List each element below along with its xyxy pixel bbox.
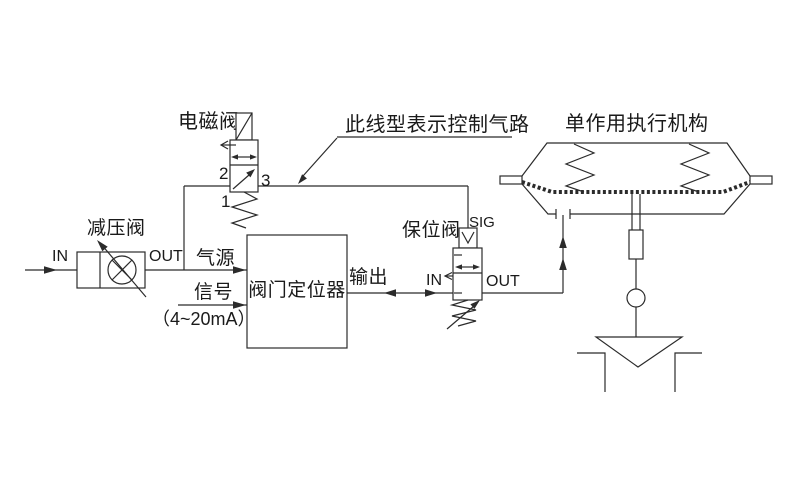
valve-body-left bbox=[577, 352, 606, 392]
sig-up-arrow2-icon bbox=[559, 258, 567, 270]
valve-plug-icon bbox=[594, 336, 684, 368]
holding-spring-adjust-line bbox=[446, 305, 475, 330]
reducing-valve-label: 减压阀 bbox=[87, 217, 146, 239]
holding-pilot-arrow-icon bbox=[461, 231, 475, 245]
holding-valve-label: 保位阀 bbox=[402, 219, 461, 241]
reducing-in-label: IN bbox=[52, 248, 68, 265]
solenoid-valve-body bbox=[229, 139, 259, 193]
solenoid-spring-icon bbox=[230, 191, 259, 229]
holding-spring-arrow bbox=[470, 300, 480, 309]
port-1-label: 1 bbox=[221, 192, 230, 211]
valve-body-right bbox=[674, 352, 702, 392]
signal-arrow-icon bbox=[233, 301, 246, 309]
solenoid-path-diagonal bbox=[232, 174, 250, 190]
actuator-label: 单作用执行机构 bbox=[565, 112, 709, 135]
solenoid-flow-arrow-l bbox=[231, 154, 238, 160]
positioner-box bbox=[246, 234, 348, 349]
actuator-left-tab bbox=[499, 175, 523, 185]
holding-flow-arrow-r bbox=[473, 264, 480, 270]
regulator-arrow-icon bbox=[97, 240, 108, 252]
valve-stem-coupling bbox=[628, 229, 644, 260]
holding-valve-body bbox=[452, 247, 483, 301]
holding-flow-arrow-l bbox=[455, 264, 462, 270]
port-3-label: 3 bbox=[261, 171, 270, 190]
piping bbox=[25, 185, 567, 309]
leader-arrowhead-icon bbox=[298, 174, 307, 184]
output-label: 输出 bbox=[349, 266, 388, 288]
control-line-note: 此线型表示控制气路 bbox=[345, 113, 530, 136]
regulator-cross-2 bbox=[111, 259, 133, 281]
control-valve-symbol bbox=[577, 194, 702, 392]
holding-valve-symbol: 保位阀 SIG IN OUT bbox=[402, 214, 520, 330]
inlet-arrow-icon bbox=[44, 266, 57, 274]
output-arrow-right-icon bbox=[425, 289, 437, 297]
control-line-note-group: 此线型表示控制气路 bbox=[298, 113, 530, 184]
solenoid-valve-symbol: 电磁阀 2 1 3 bbox=[178, 110, 270, 229]
positioner-symbol: 阀门定位器 气源 信号 （4~20mA） 输出 bbox=[152, 234, 388, 349]
solenoid-path-arrow bbox=[246, 169, 255, 178]
actuator-right-tab bbox=[749, 175, 773, 185]
valve-stem-indicator-icon bbox=[626, 288, 646, 308]
leader-line bbox=[302, 137, 338, 177]
reducing-out-label: OUT bbox=[149, 248, 183, 265]
actuator-spring-right-icon bbox=[679, 143, 711, 193]
solenoid-valve-label: 电磁阀 bbox=[178, 110, 240, 133]
holding-in-label: IN bbox=[426, 272, 442, 289]
regulator-adjust-line bbox=[100, 243, 147, 298]
holding-vent-arrow-icon bbox=[443, 271, 453, 281]
actuator-lower-housing-left bbox=[521, 183, 556, 215]
solenoid-vent-arrow-icon bbox=[219, 140, 229, 150]
actuator-spring-left-icon bbox=[564, 143, 596, 193]
solenoid-flow-arrow-r bbox=[250, 154, 257, 160]
signal-range-label: （4~20mA） bbox=[152, 309, 256, 329]
output-arrow-left-icon bbox=[384, 289, 396, 297]
signal-label: 信号 bbox=[194, 281, 233, 303]
air-supply-label: 气源 bbox=[196, 247, 235, 269]
holding-out-label: OUT bbox=[486, 273, 520, 290]
reducing-valve-symbol: 减压阀 IN OUT bbox=[52, 217, 183, 298]
solenoid-coil-diagonal bbox=[235, 112, 253, 141]
actuator-upper-housing bbox=[521, 142, 751, 177]
actuator-diaphragm bbox=[521, 180, 751, 194]
positioner-label: 阀门定位器 bbox=[248, 279, 346, 301]
holding-pilot-box bbox=[458, 227, 478, 249]
sig-label: SIG bbox=[469, 214, 495, 231]
actuator-symbol: 单作用执行机构 bbox=[499, 112, 773, 219]
actuator-lower-housing-right bbox=[570, 183, 751, 215]
sig-up-arrow-icon bbox=[559, 236, 567, 248]
holding-spring-icon bbox=[449, 299, 477, 327]
supply-arrow-icon bbox=[233, 266, 246, 274]
port-2-label: 2 bbox=[219, 164, 228, 183]
